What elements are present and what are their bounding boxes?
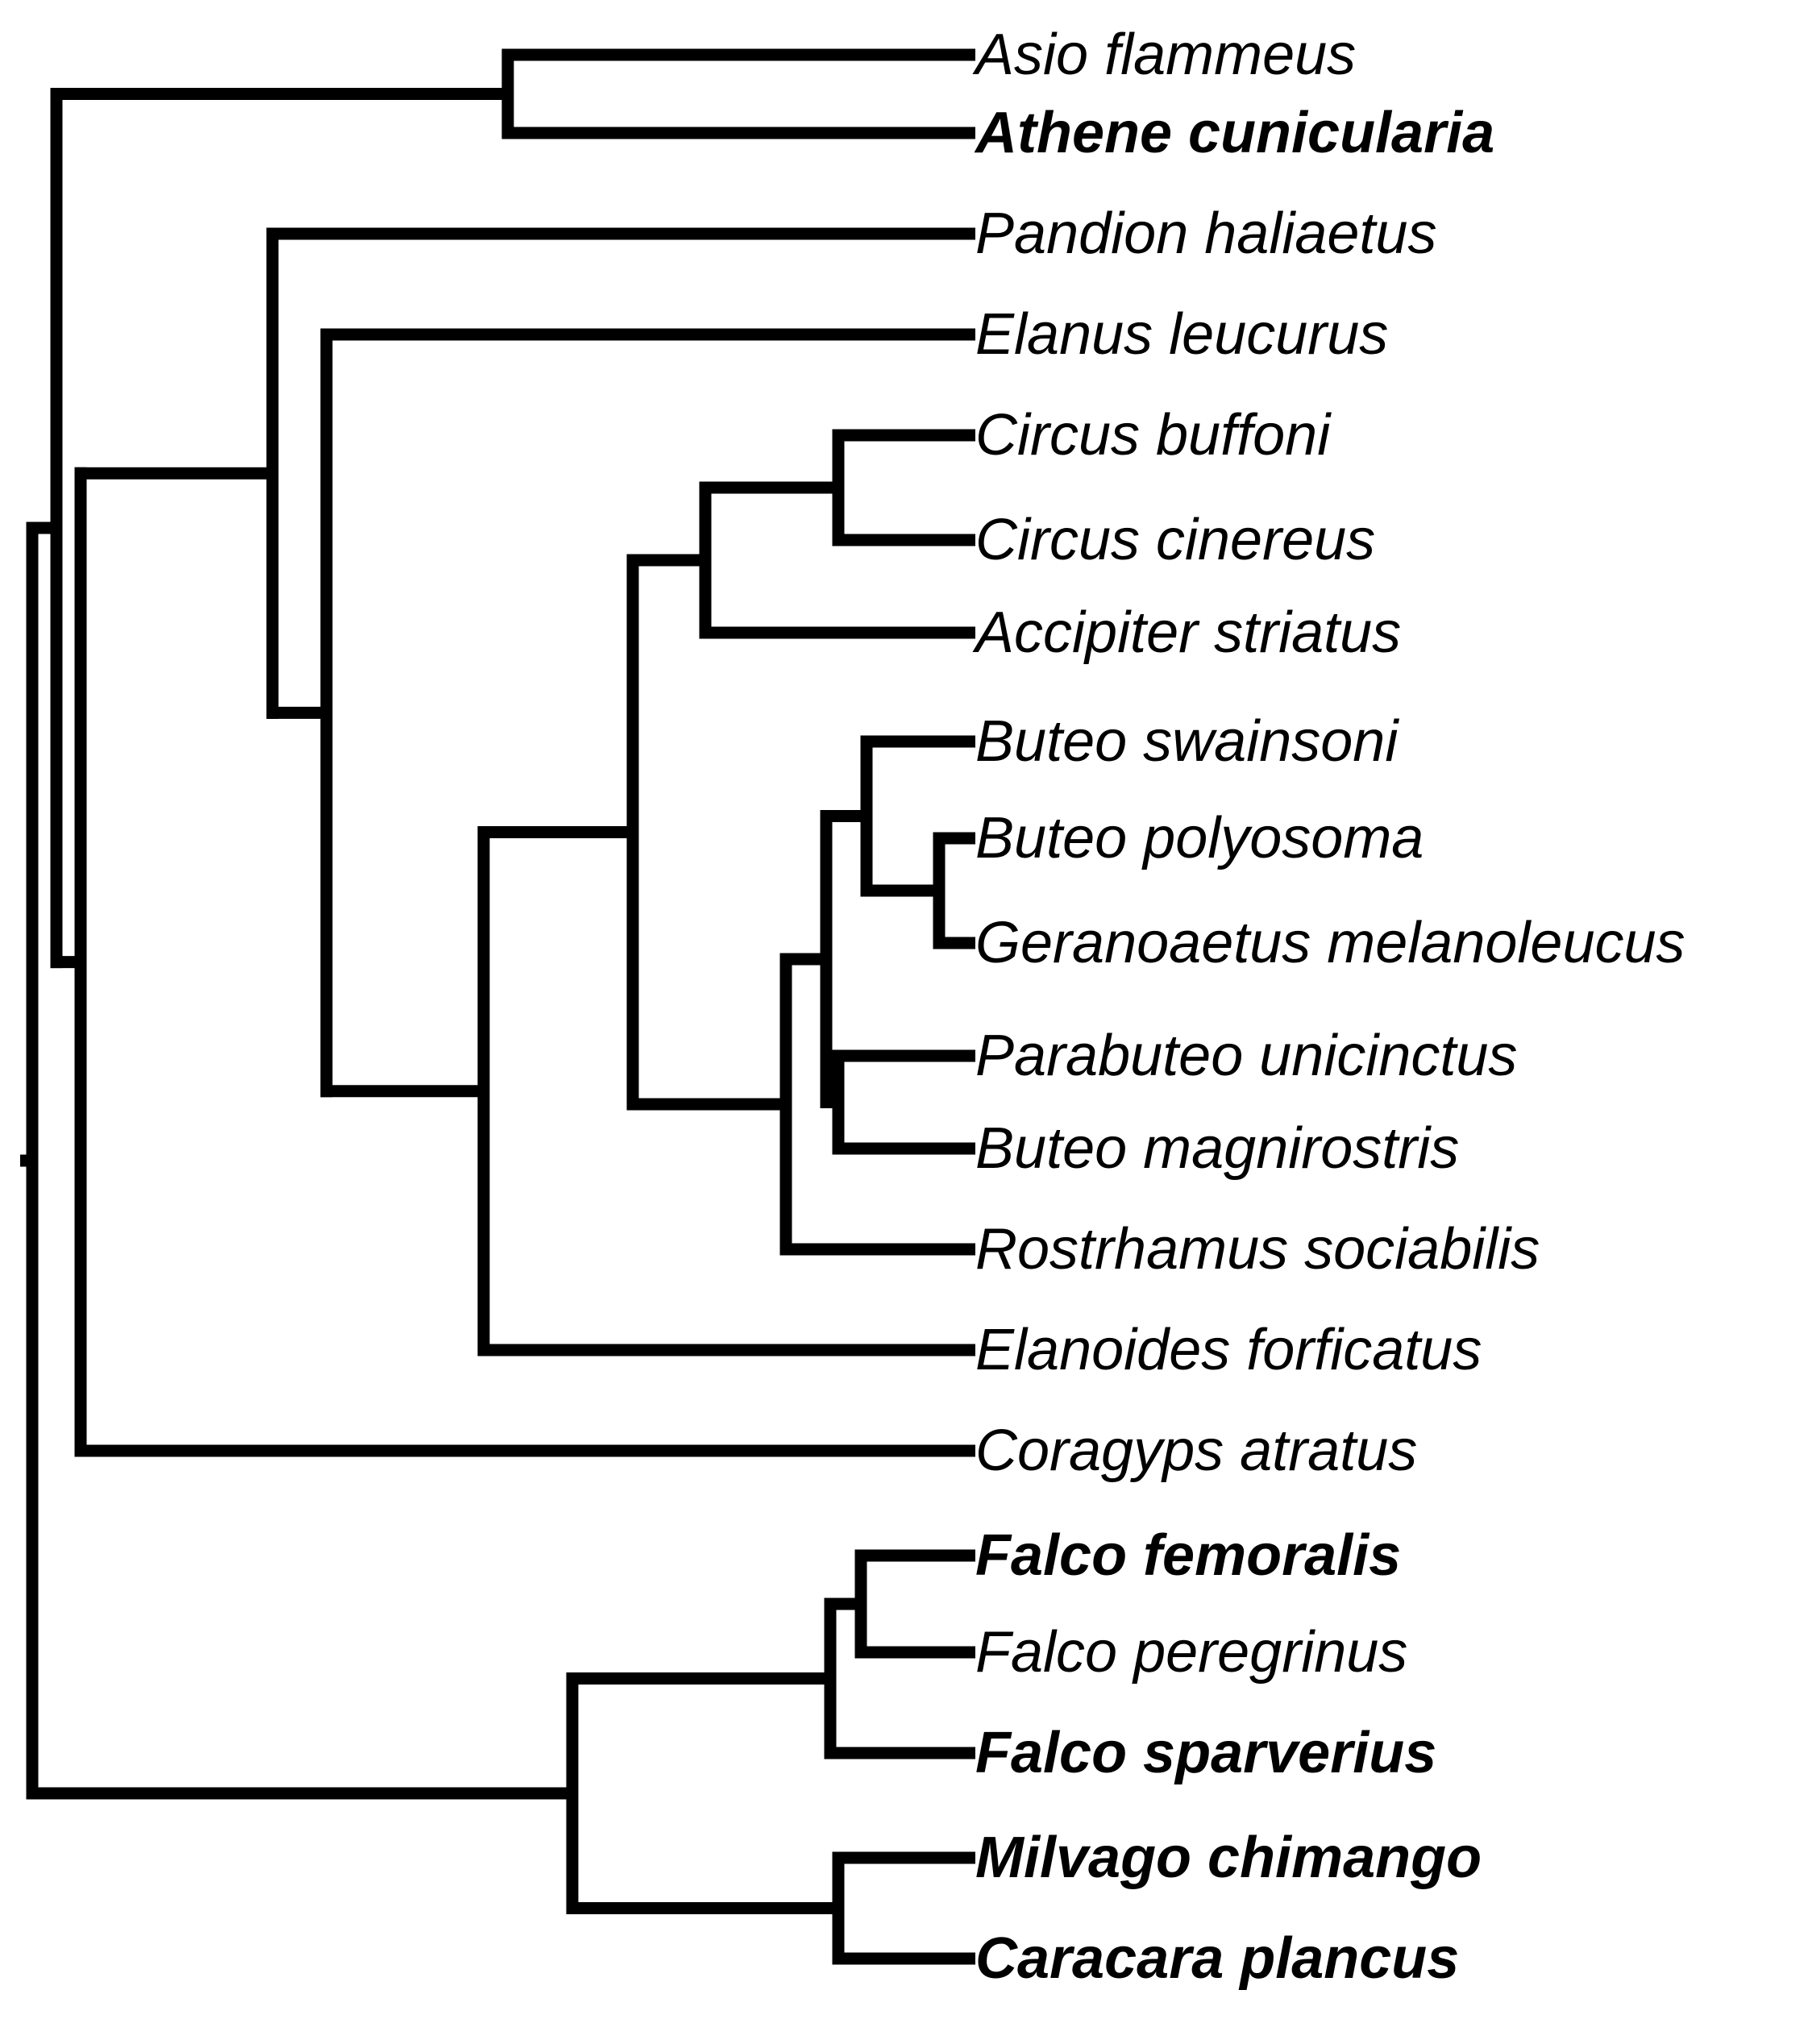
tip-label-asio-flammeus: Asio flammeus — [975, 23, 1357, 87]
tip-label-athene-cunicularia: Athene cunicularia — [975, 101, 1495, 165]
tip-label-parabuteo-unicinctus: Parabuteo unicinctus — [975, 1024, 1518, 1088]
tip-label-elanoides-forficatus: Elanoides forficatus — [975, 1318, 1482, 1382]
tip-label-pandion-haliaetus: Pandion haliaetus — [975, 201, 1437, 266]
tip-label-geranoaetus-melanoleucus: Geranoaetus melanoleucus — [975, 911, 1685, 975]
tip-label-falco-sparverius: Falco sparverius — [975, 1721, 1437, 1785]
tip-label-buteo-magnirostris: Buteo magnirostris — [975, 1116, 1460, 1181]
tip-label-falco-peregrinus: Falco peregrinus — [975, 1620, 1408, 1685]
tip-label-falco-femoralis: Falco femoralis — [975, 1523, 1402, 1588]
tip-label-accipiter-striatus: Accipiter striatus — [975, 600, 1402, 665]
tip-label-buteo-swainsoni: Buteo swainsoni — [975, 709, 1399, 774]
tip-label-buteo-polyosoma: Buteo polyosoma — [975, 806, 1424, 870]
tip-label-coragyps-atratus: Coragyps atratus — [975, 1419, 1418, 1483]
tip-label-rostrhamus-sociabilis: Rostrhamus sociabilis — [975, 1217, 1540, 1282]
tip-label-circus-buffoni: Circus buffoni — [975, 403, 1331, 467]
tip-label-circus-cinereus: Circus cinereus — [975, 508, 1376, 572]
tip-label-elanus-leucurus: Elanus leucurus — [975, 302, 1389, 367]
tree-branches — [20, 48, 975, 1965]
tip-label-caracara-plancus: Caracara plancus — [975, 1926, 1460, 1991]
tip-label-milvago-chimango: Milvago chimango — [975, 1826, 1482, 1890]
